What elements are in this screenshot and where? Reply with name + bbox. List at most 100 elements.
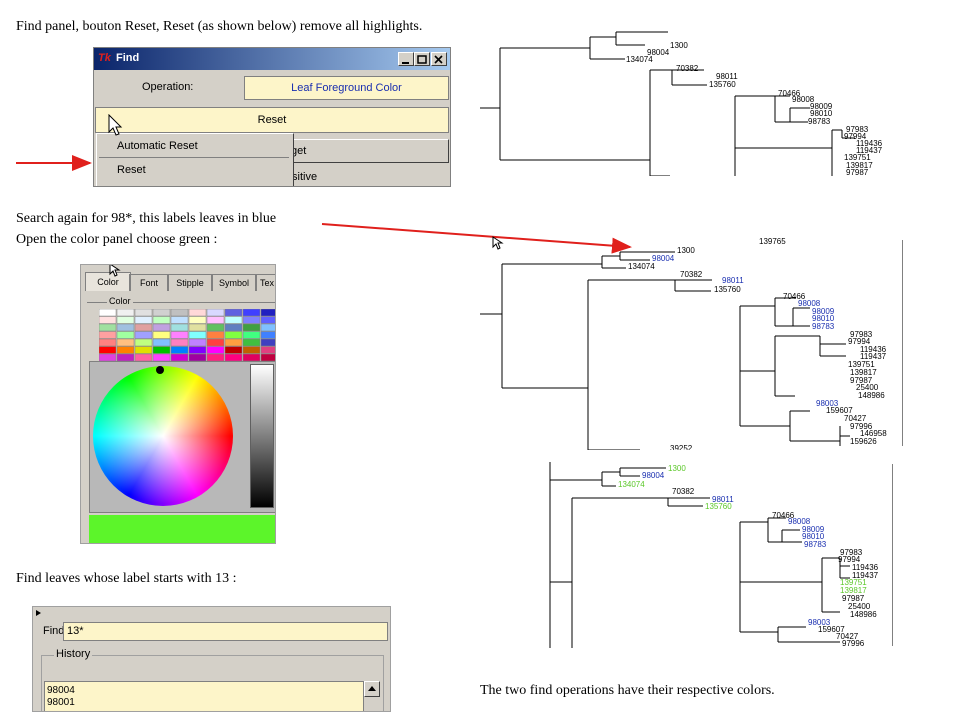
color-swatch[interactable]	[170, 338, 189, 347]
leaf-label[interactable]: 139817	[846, 161, 873, 170]
color-swatch[interactable]	[134, 323, 153, 332]
color-swatch[interactable]	[134, 353, 153, 361]
color-swatch[interactable]	[134, 331, 153, 339]
color-swatch[interactable]	[170, 353, 189, 361]
minimize-button[interactable]	[398, 52, 414, 66]
leaf-label[interactable]: 1300	[668, 464, 686, 473]
leaf-label[interactable]: 139751	[840, 578, 867, 587]
color-swatch[interactable]	[99, 309, 117, 317]
close-button[interactable]	[431, 52, 447, 66]
leaf-label[interactable]: 119436	[860, 345, 887, 354]
color-swatch[interactable]	[260, 338, 275, 347]
color-swatch[interactable]	[152, 309, 171, 317]
color-swatch[interactable]	[224, 338, 243, 347]
leaf-label[interactable]: 98783	[812, 322, 835, 331]
color-swatch[interactable]	[99, 323, 117, 332]
color-swatch[interactable]	[170, 346, 189, 354]
tab-stipple[interactable]: Stipple	[167, 274, 213, 291]
color-swatch[interactable]	[188, 353, 207, 361]
color-wheel[interactable]	[93, 366, 233, 506]
color-swatch[interactable]	[170, 316, 189, 324]
leaf-label[interactable]: 135760	[709, 80, 736, 89]
leaf-label[interactable]: 139751	[844, 153, 871, 162]
maximize-button[interactable]	[414, 52, 430, 66]
leaf-label[interactable]: 98010	[812, 314, 835, 323]
color-swatch[interactable]	[152, 346, 171, 354]
color-swatch[interactable]	[206, 316, 225, 324]
leaf-label[interactable]: 1300	[677, 246, 695, 255]
color-swatch[interactable]	[134, 338, 153, 347]
leaf-label[interactable]: 98004	[642, 471, 665, 480]
color-swatch[interactable]	[206, 309, 225, 317]
leaf-label[interactable]: 98010	[802, 532, 825, 541]
leaf-label[interactable]: 98008	[788, 517, 811, 526]
leaf-label[interactable]: 119436	[856, 139, 883, 148]
color-swatch[interactable]	[99, 316, 117, 324]
color-swatch[interactable]	[242, 338, 261, 347]
color-swatch[interactable]	[260, 346, 275, 354]
leaf-label[interactable]: 98009	[812, 307, 835, 316]
leaf-label[interactable]: 97994	[838, 555, 861, 564]
menu-item-automatic-reset[interactable]: Automatic Reset	[117, 140, 198, 152]
color-swatch[interactable]	[116, 338, 135, 347]
color-swatch[interactable]	[188, 331, 207, 339]
leaf-label[interactable]: 98004	[647, 48, 670, 57]
color-swatch[interactable]	[188, 338, 207, 347]
color-swatch[interactable]	[188, 346, 207, 354]
leaf-label[interactable]: 70382	[672, 487, 695, 496]
color-swatch[interactable]	[116, 316, 135, 324]
leaf-label[interactable]: 97987	[850, 376, 873, 385]
history-item[interactable]: 98001	[47, 697, 75, 708]
leaf-label[interactable]: 148986	[850, 610, 877, 619]
color-swatch[interactable]	[134, 316, 153, 324]
color-swatch[interactable]	[224, 316, 243, 324]
color-swatch[interactable]	[99, 338, 117, 347]
leaf-label[interactable]: 148986	[858, 391, 885, 400]
leaf-label[interactable]: 70466	[778, 89, 801, 98]
leaf-label[interactable]: 98783	[804, 540, 827, 549]
color-swatch[interactable]	[242, 331, 261, 339]
color-swatch[interactable]	[206, 346, 225, 354]
color-swatch[interactable]	[116, 346, 135, 354]
leaf-label[interactable]: 135760	[705, 502, 732, 511]
color-swatch[interactable]	[224, 309, 243, 317]
color-swatch[interactable]	[188, 309, 207, 317]
leaf-label[interactable]: 97983	[850, 330, 873, 339]
leaf-label[interactable]: 97987	[842, 594, 865, 603]
leaf-label[interactable]: 39252	[670, 444, 693, 451]
color-swatch[interactable]	[152, 323, 171, 332]
color-swatch[interactable]	[260, 353, 275, 361]
leaf-label[interactable]: 119436	[852, 563, 879, 572]
tab-text[interactable]: Tex	[255, 274, 275, 291]
reset-button[interactable]: Reset	[95, 107, 449, 133]
color-swatch[interactable]	[116, 309, 135, 317]
leaf-label[interactable]: 97994	[848, 337, 871, 346]
leaf-label[interactable]: 159607	[818, 625, 845, 634]
leaf-label[interactable]: 70382	[676, 64, 699, 73]
leaf-label[interactable]: 97996	[842, 639, 865, 648]
leaf-label[interactable]: 146958	[860, 429, 887, 438]
leaf-label[interactable]: 98009	[802, 525, 825, 534]
leaf-label[interactable]: 70466	[772, 511, 795, 520]
leaf-label[interactable]: 139765	[759, 237, 786, 246]
tab-color[interactable]: Color	[85, 272, 131, 291]
color-swatch[interactable]	[242, 309, 261, 317]
color-swatch[interactable]	[260, 323, 275, 332]
tab-symbol[interactable]: Symbol	[211, 274, 257, 291]
leaf-label[interactable]: 98011	[712, 495, 734, 504]
leaf-label[interactable]: 97983	[846, 125, 869, 134]
leaf-label[interactable]: 119437	[856, 146, 883, 155]
color-swatch[interactable]	[188, 323, 207, 332]
color-swatch[interactable]	[170, 309, 189, 317]
leaf-label[interactable]: 119437	[860, 352, 887, 361]
leaf-label[interactable]: 98009	[810, 102, 833, 111]
color-swatch[interactable]	[134, 346, 153, 354]
leaf-label[interactable]: 70466	[783, 292, 806, 301]
leaf-label[interactable]: 70427	[844, 414, 867, 423]
brightness-slider[interactable]	[250, 364, 274, 508]
leaf-label[interactable]: 70427	[836, 632, 859, 641]
tab-font[interactable]: Font	[129, 274, 169, 291]
color-swatch[interactable]	[206, 338, 225, 347]
leaf-label[interactable]: 134074	[626, 55, 653, 64]
leaf-label[interactable]: 98003	[816, 399, 839, 408]
